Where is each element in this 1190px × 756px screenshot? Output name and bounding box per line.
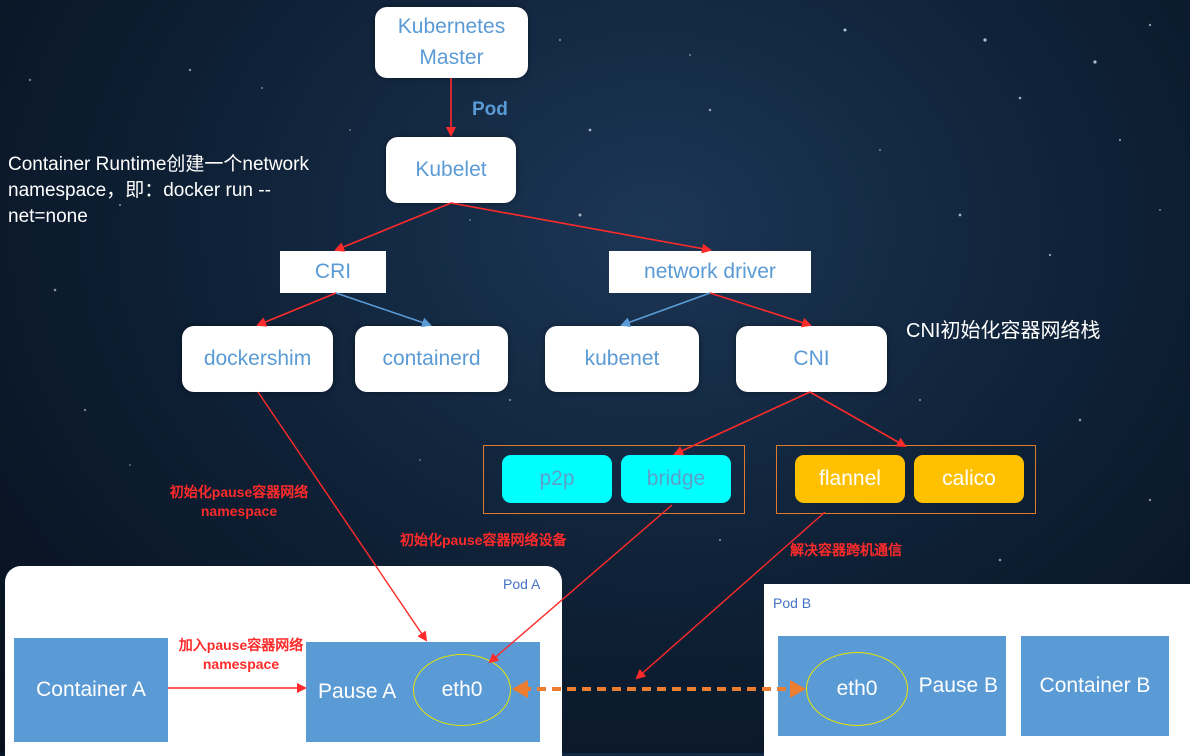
flannel-plugin[interactable]: flannel: [795, 455, 905, 503]
join-namespace-note: 加入pause容器网络namespace: [178, 637, 304, 672]
kubernetes-master-node[interactable]: Kubernetes Master: [375, 7, 528, 78]
p2p-plugin[interactable]: p2p: [502, 455, 612, 503]
network-driver-label: network driver: [644, 260, 776, 283]
init-device-note: 初始化pause容器网络设备: [400, 532, 567, 548]
pod-a-title: Pod A: [503, 576, 541, 592]
pause-b-label: Pause B: [918, 674, 998, 697]
pod-b-title: Pod B: [773, 595, 812, 611]
p2p-label: p2p: [539, 467, 575, 490]
cri-node[interactable]: CRI: [280, 251, 386, 293]
container-a-block[interactable]: Container A: [14, 638, 168, 742]
bridge-label: bridge: [646, 467, 706, 490]
pod-a-eth0-interface[interactable]: eth0: [413, 654, 511, 726]
bridge-plugin[interactable]: bridge: [621, 455, 731, 503]
cri-label: CRI: [314, 260, 352, 283]
runtime-note: Container Runtime创建一个network namespace，即…: [8, 154, 309, 228]
calico-plugin[interactable]: calico: [914, 455, 1024, 503]
pod-a-eth0-label: eth0: [441, 678, 483, 701]
cni-init-note: CNI初始化容器网络栈: [906, 320, 1101, 342]
cni-label: CNI: [793, 346, 830, 370]
kubenet-label: kubenet: [584, 346, 660, 370]
containerd-node[interactable]: containerd: [355, 326, 508, 392]
flannel-label: flannel: [819, 467, 881, 490]
pod-edge-label: Pod: [472, 99, 508, 120]
pod-b-eth0-label: eth0: [836, 677, 878, 700]
kubelet-node[interactable]: Kubelet: [386, 137, 516, 203]
network-driver-node[interactable]: network driver: [609, 251, 811, 293]
dockershim-label: dockershim: [203, 346, 312, 370]
dockershim-node[interactable]: dockershim: [182, 326, 333, 392]
containerd-label: containerd: [382, 346, 481, 370]
pod-b-eth0-interface[interactable]: eth0: [806, 652, 908, 726]
calico-label: calico: [942, 467, 996, 490]
container-a-label: Container A: [36, 678, 146, 701]
cni-node[interactable]: CNI: [736, 326, 887, 392]
container-b-block[interactable]: Container B: [1021, 636, 1169, 736]
init-namespace-note: 初始化pause容器网络namespace: [169, 484, 309, 519]
kubenet-node[interactable]: kubenet: [545, 326, 699, 392]
cross-host-note: 解决容器跨机通信: [790, 542, 902, 558]
kubernetes-master-label: Kubernetes Master: [397, 15, 506, 69]
kubelet-label: Kubelet: [415, 157, 487, 181]
pause-a-label: Pause A: [318, 680, 397, 703]
container-b-label: Container B: [1039, 674, 1151, 697]
